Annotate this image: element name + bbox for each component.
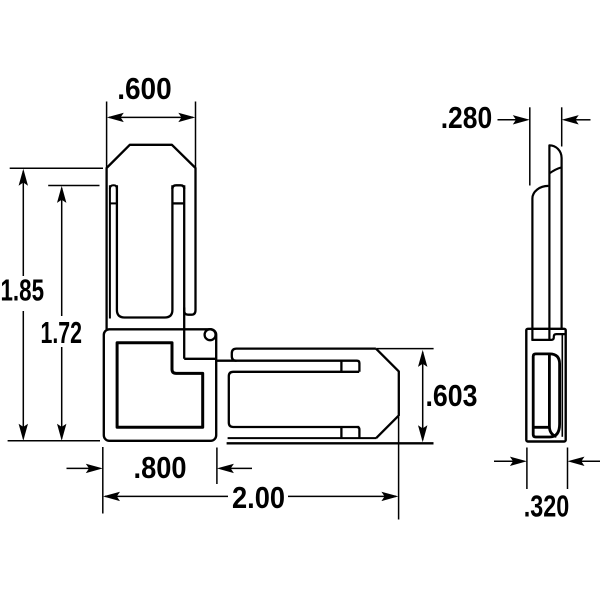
svg-text:1.72: 1.72 — [41, 316, 83, 350]
svg-text:.320: .320 — [524, 490, 570, 524]
svg-text:.603: .603 — [426, 379, 478, 413]
svg-text:.600: .600 — [117, 72, 172, 106]
svg-text:2.00: 2.00 — [232, 481, 285, 515]
svg-text:.800: .800 — [134, 451, 187, 485]
svg-text:.280: .280 — [441, 101, 493, 135]
svg-text:1.85: 1.85 — [1, 273, 45, 307]
